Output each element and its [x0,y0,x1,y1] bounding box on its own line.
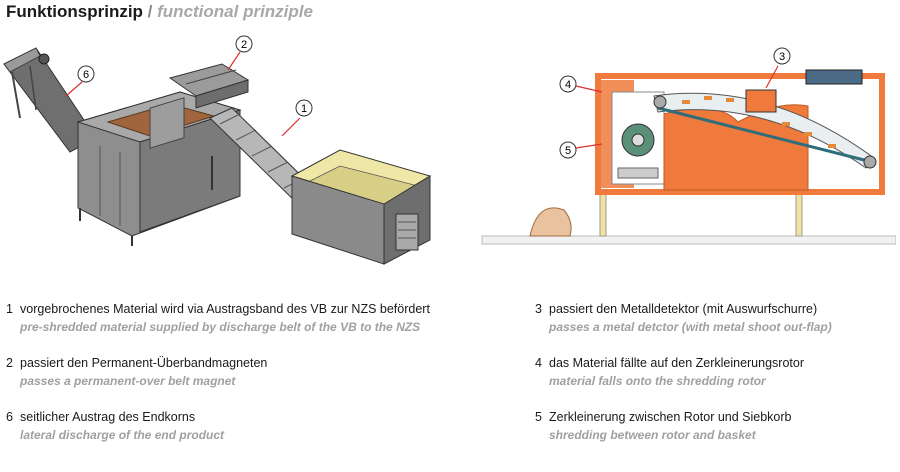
legend-text-de: Zerkleinerung zwischen Rotor und Siebkor… [549,410,792,424]
side-discharge-conveyor [3,47,97,153]
title-separator: / [147,2,153,21]
callout-5: 5 [559,141,603,159]
pre-shredder [290,149,432,265]
svg-text:5: 5 [565,145,571,157]
main-machine-housing [76,91,242,246]
legend-number: 3 [535,302,542,316]
legend-item: 6 seitlicher Austrag des Endkorns lateral… [6,408,476,444]
legend-item: 3 passiert den Metalldetektor (mit Auswur… [535,300,895,336]
legend-text-en: pre-shredded material supplied by discha… [20,320,421,334]
callout-4: 4 [559,75,603,93]
svg-text:4: 4 [565,79,571,91]
legend-item: 5 Zerkleinerung zwischen Rotor und Siebko… [535,408,895,444]
legend-text-en: material falls onto the shredding rotor [549,374,766,388]
legend-left: 1 vorgebrochenes Material wird via Austra… [6,300,476,462]
title-english: functional prinziple [157,2,313,21]
legend-text-de: passiert den Permanent-Überbandmagneten [20,356,268,370]
legend-item: 1 vorgebrochenes Material wird via Austra… [6,300,476,336]
legend-number: 1 [6,302,13,316]
svg-text:6: 6 [83,69,89,81]
svg-text:1: 1 [301,103,307,115]
overbelt-magnet [168,63,250,109]
legend-number: 6 [6,410,13,424]
legend-text-en: passes a permanent-over belt magnet [20,374,236,388]
legend-item: 2 passiert den Permanent-Überbandmagneten… [6,354,476,390]
svg-text:2: 2 [241,39,247,51]
callout-6: 6 [65,65,95,97]
cross-section-diagram: 3 4 5 [481,47,896,245]
shredder-plant-illustration: 1 2 6 [3,35,432,265]
legend-text-de: vorgebrochenes Material wird via Austrag… [20,302,430,316]
callout-3: 3 [765,47,791,89]
legend-text-en: shredding between rotor and basket [549,428,756,442]
svg-text:3: 3 [779,51,785,63]
callout-1: 1 [281,99,313,137]
legend-item: 4 das Material fällte auf den Zerkleineru… [535,354,895,390]
legend-text-de: das Material fällte auf den Zerkleinerun… [549,356,804,370]
callout-2: 2 [227,35,253,71]
page-title: Funktionsprinzip / functional prinziple [6,2,313,22]
title-german: Funktionsprinzip [6,2,143,21]
legend-number: 5 [535,410,542,424]
legend-right: 3 passiert den Metalldetektor (mit Auswur… [535,300,895,462]
legend-number: 2 [6,356,13,370]
legend-text-de: passiert den Metalldetektor (mit Auswurf… [549,302,818,316]
legend-number: 4 [535,356,542,370]
legend-text-de: seitlicher Austrag des Endkorns [20,410,196,424]
legend-text-en: lateral discharge of the end product [20,428,225,442]
legend-text-en: passes a metal detctor (with metal shoot… [549,320,832,334]
